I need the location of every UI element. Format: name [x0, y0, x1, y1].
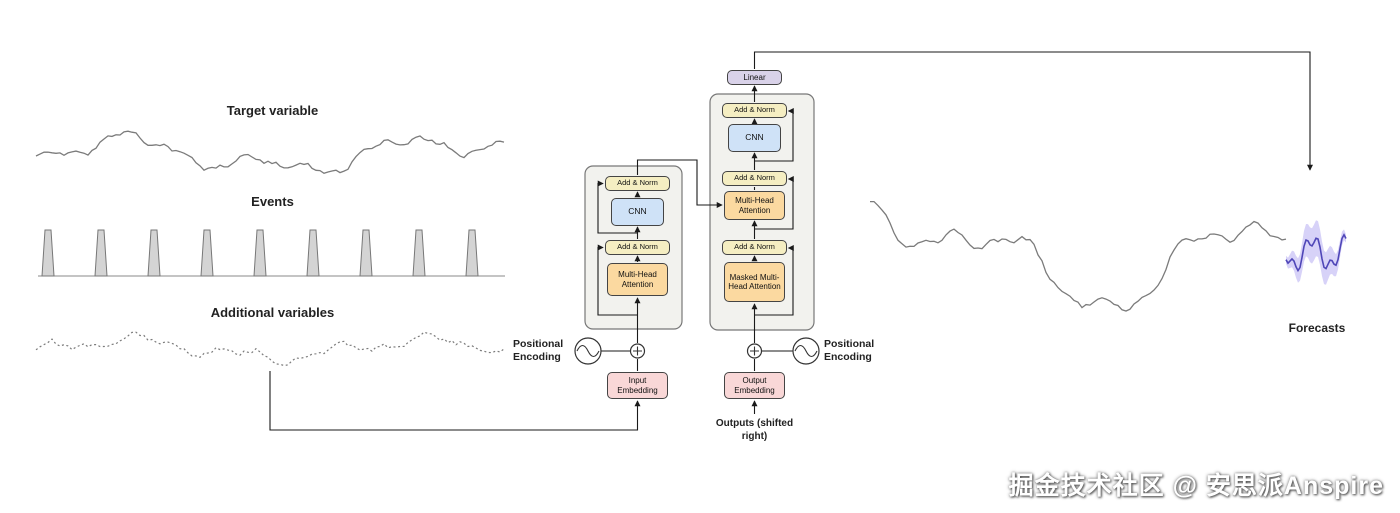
events-spikes: [41, 229, 479, 277]
decoder-maskedattn-residual-line: [754, 244, 794, 316]
encoder-add-norm-top: Add & Norm: [605, 176, 670, 191]
target-variable-waveform: [35, 130, 505, 175]
outputs-shifted-right-label: Outputs (shifted right): [715, 418, 794, 442]
events-label: Events: [251, 194, 294, 209]
watermark-text: 掘金技术社区 @ 安思派Anspire: [1008, 472, 1384, 500]
masked-multi-head-attention-block: Masked Multi-Head Attention: [724, 262, 785, 302]
additional-variables-waveform: [35, 331, 505, 367]
decoder-add-norm-bottom: Add & Norm: [722, 240, 787, 255]
encoder-cnn-residual-line: [597, 180, 638, 234]
encoder-cnn-block: CNN: [611, 198, 664, 226]
encoder-plus-glyph: [633, 346, 642, 356]
encoder-add-norm-bottom: Add & Norm: [605, 240, 670, 255]
decoder-add-norm-top: Add & Norm: [722, 103, 787, 118]
forecast-line: [1285, 233, 1347, 273]
decoder-multi-head-attention-block: Multi-Head Attention: [724, 191, 785, 220]
decoder-add-norm-mid: Add & Norm: [722, 171, 787, 186]
decoder-positional-encoding-label: Positional Encoding: [824, 338, 875, 364]
encoder-multi-head-attention-block: Multi-Head Attention: [607, 263, 668, 296]
encoder-to-decoder-line: [636, 159, 723, 209]
output-embedding-block: Output Embedding: [724, 372, 785, 399]
decoder-sine-icon: [794, 344, 818, 358]
target-variable-label: Target variable: [226, 103, 319, 118]
linear-to-forecast-arrow: [753, 51, 1314, 171]
decoder-attention-residual-line: [754, 175, 794, 230]
additional-variables-label: Additional variables: [210, 305, 335, 320]
encoder-positional-encoding-label: Positional Encoding: [513, 338, 564, 364]
history-waveform: [870, 200, 1287, 312]
forecast-uncertainty-band: [1286, 220, 1346, 285]
encoder-attention-residual-line: [597, 244, 638, 316]
encoder-sine-icon: [576, 344, 600, 358]
decoder-cnn-residual-line: [754, 107, 794, 162]
input-embedding-block: Input Embedding: [607, 372, 668, 399]
decoder-plus-glyph: [750, 346, 759, 356]
additional-vars-to-input-embedding-line: [269, 371, 641, 431]
linear-block: Linear: [727, 70, 782, 85]
forecasts-label: Forecasts: [1288, 321, 1346, 335]
decoder-cnn-block: CNN: [728, 124, 781, 152]
